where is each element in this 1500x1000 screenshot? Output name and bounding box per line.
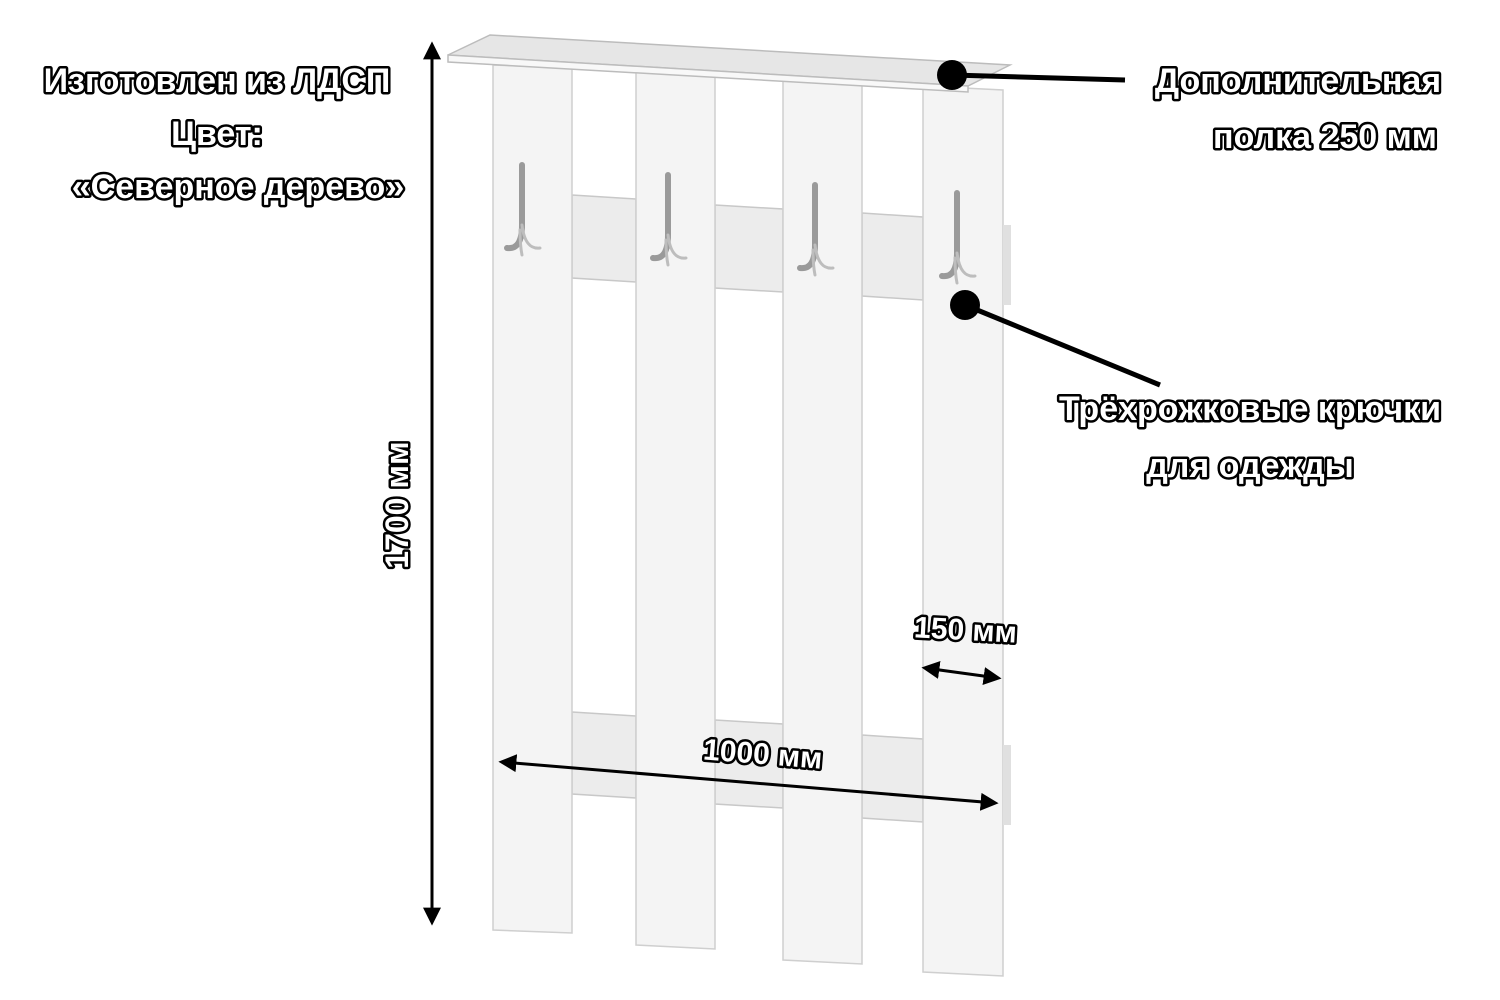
shelf-callout-dot [937,60,967,90]
hooks-label-line1: Трёхрожковые крючки [1059,390,1441,428]
board [922,85,1004,977]
shelf-callout-line [951,72,1126,83]
board-width-arrow [921,661,1002,685]
color-label: Цвет: [171,115,263,153]
crossbars [571,194,924,823]
crossbar [861,734,924,823]
hooks-callout-dot [950,290,980,320]
hook-icon [650,172,688,267]
wall-bracket [1003,745,1011,825]
crossbar [861,212,924,301]
board [782,79,863,965]
crossbar [571,194,637,283]
hooks-callout-line [964,302,1161,388]
height-label: 1700 мм [379,441,415,568]
board [635,71,716,950]
crossbar [571,711,637,799]
crossbar [714,204,784,293]
hook-icon [939,190,977,285]
vertical-boards [492,64,1011,977]
wall-bracket [1003,225,1011,305]
board-width-label: 150 мм [913,611,1017,649]
width-dimension-arrow [498,754,999,811]
board [492,64,573,934]
hook-icon [797,182,835,277]
shelf-label-line2: полка 250 мм [1213,118,1437,156]
shelf-label-line1: Дополнительная [1155,62,1441,100]
hooks [504,162,977,285]
hook-icon [504,162,542,257]
color-value: «Северное дерево» [72,168,404,206]
material-label: Изготовлен из ЛДСП [44,62,391,100]
top-shelf [447,34,1013,93]
hooks-label-line2: для одежды [1146,447,1354,485]
